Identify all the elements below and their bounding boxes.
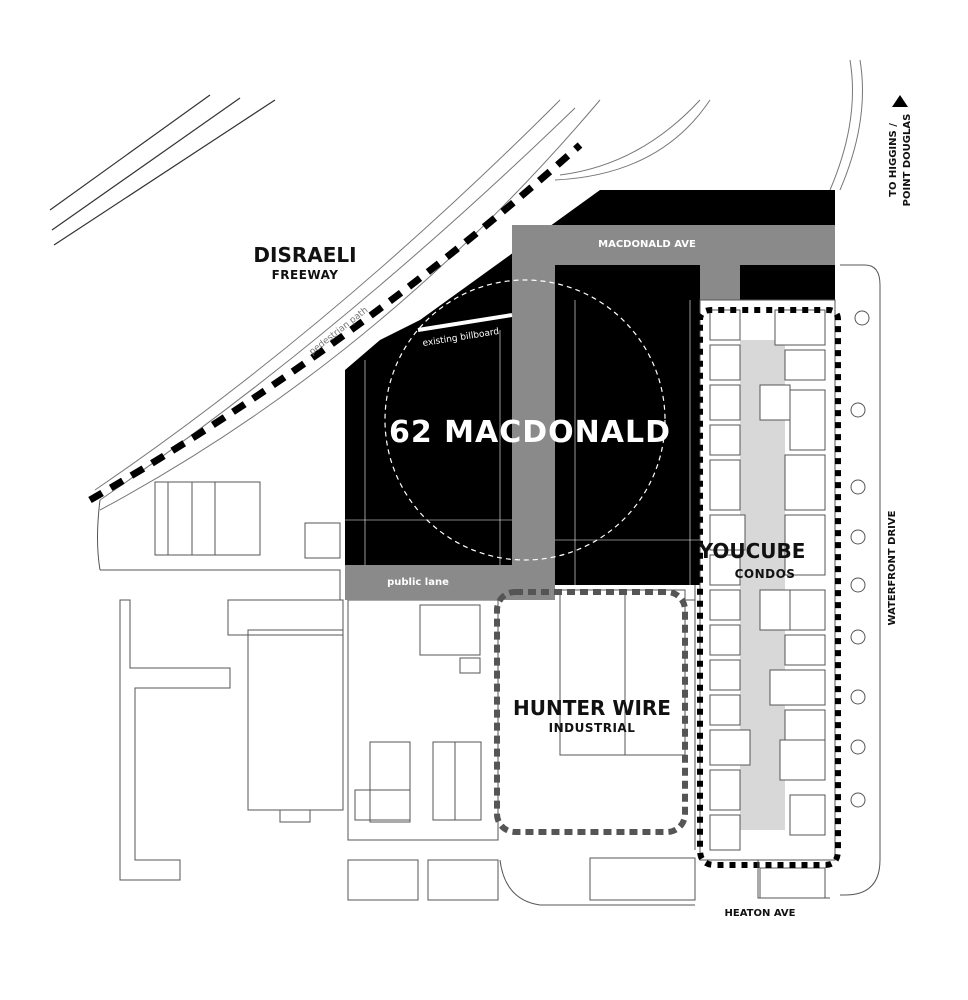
waterfront-drive xyxy=(757,264,881,899)
road-corners xyxy=(555,265,835,300)
youcube-dotted-boundary xyxy=(697,307,841,868)
waterfront-drive-label: WATERFRONT DRIVE xyxy=(887,510,898,625)
hunter-wire-sub-label: INDUSTRIAL xyxy=(549,721,636,735)
billboard-line xyxy=(417,313,513,332)
freeway-sub-label: FREEWAY xyxy=(272,268,339,282)
youcube-label: YOUCUBE xyxy=(698,539,806,563)
west-buildings xyxy=(97,481,341,600)
freeway-lines xyxy=(49,94,276,246)
site-dashed-circle xyxy=(384,279,666,561)
to-higgins-label: TO HIGGINS / xyxy=(888,123,899,197)
street-trees xyxy=(850,310,870,808)
youcube-block xyxy=(699,299,836,861)
heaton-ave-label: HEATON AVE xyxy=(725,908,796,919)
youcube-sub-label: CONDOS xyxy=(735,567,796,581)
point-douglas-label: POINT DOUGLAS xyxy=(902,114,913,207)
site-grid xyxy=(345,300,700,585)
macdonald-ave-label: MACDONALD AVE xyxy=(598,239,696,250)
site-name-label: 62 MACDONALD xyxy=(389,415,671,450)
hunter-wire-label: HUNTER WIRE xyxy=(513,696,671,720)
hunter-wire-boundary xyxy=(494,589,688,835)
public-lane-label: public lane xyxy=(387,577,449,588)
freeway-dashed-boundary xyxy=(88,142,583,504)
triangle-up-icon xyxy=(892,95,908,107)
pedestrian-path-label: pedestrian path xyxy=(308,305,370,357)
freeway-name-label: DISRAELI xyxy=(253,243,356,267)
hunter-wire-building xyxy=(559,585,696,850)
ramp-curves xyxy=(94,59,863,511)
